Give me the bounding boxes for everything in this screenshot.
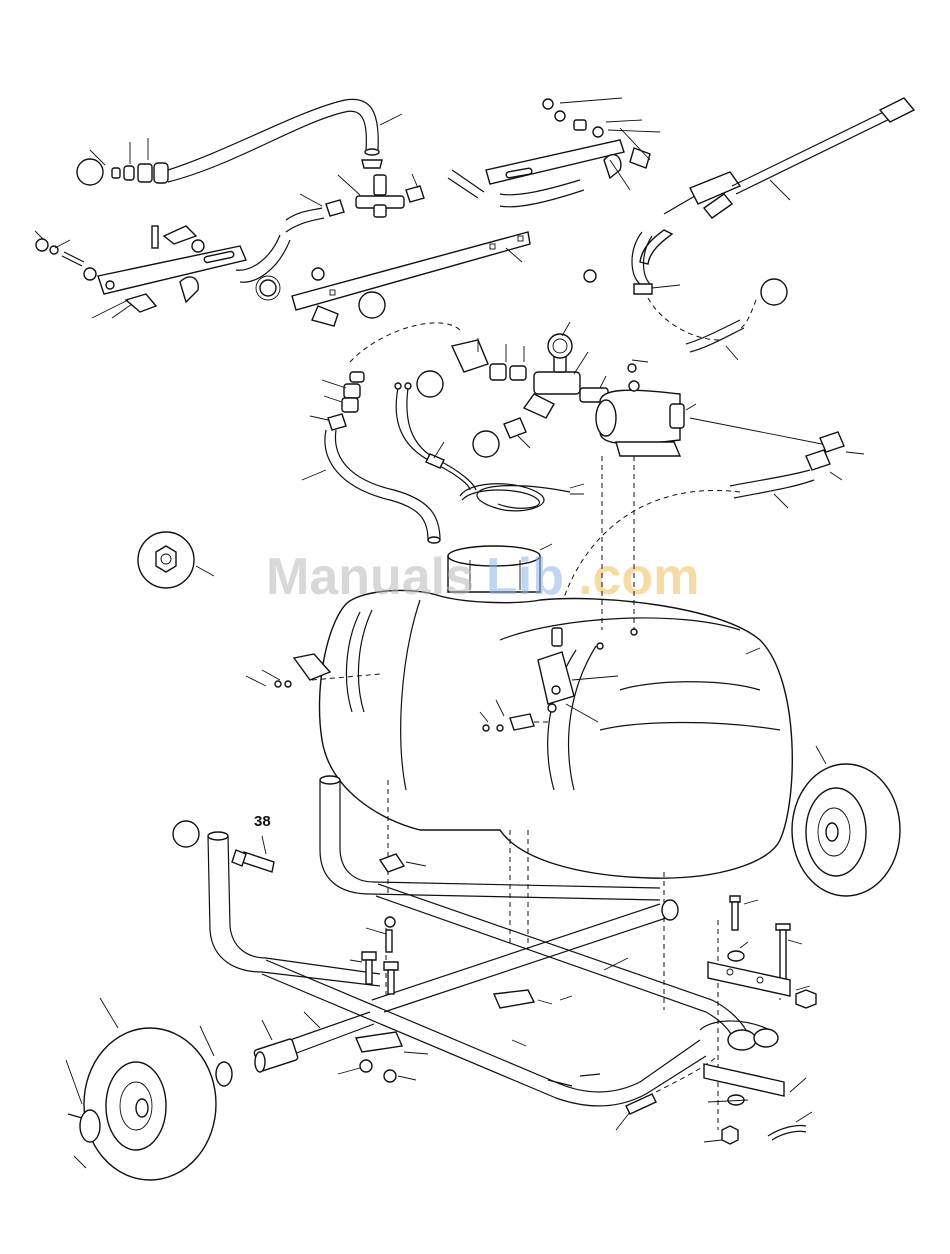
hitch-assembly <box>616 896 816 1144</box>
detail-callout-circle <box>138 532 214 588</box>
wheel-right <box>792 746 900 896</box>
frame-hardware <box>173 821 552 1082</box>
callout-38-label: 38 <box>254 813 271 830</box>
watermark-part3: .com <box>578 548 699 606</box>
boom-bracket-left <box>35 226 280 318</box>
boom-bracket-right <box>486 98 660 207</box>
spray-wand-assembly <box>584 98 914 360</box>
boom-hose-assembly-left <box>77 99 402 185</box>
suction-hose <box>302 372 440 543</box>
watermark-part1: Manuals <box>266 548 474 606</box>
wheel-left <box>66 998 232 1180</box>
boom-bar-center <box>292 232 530 326</box>
pump-manifold-assembly <box>350 322 822 457</box>
watermark-part2: Lib <box>486 548 564 606</box>
